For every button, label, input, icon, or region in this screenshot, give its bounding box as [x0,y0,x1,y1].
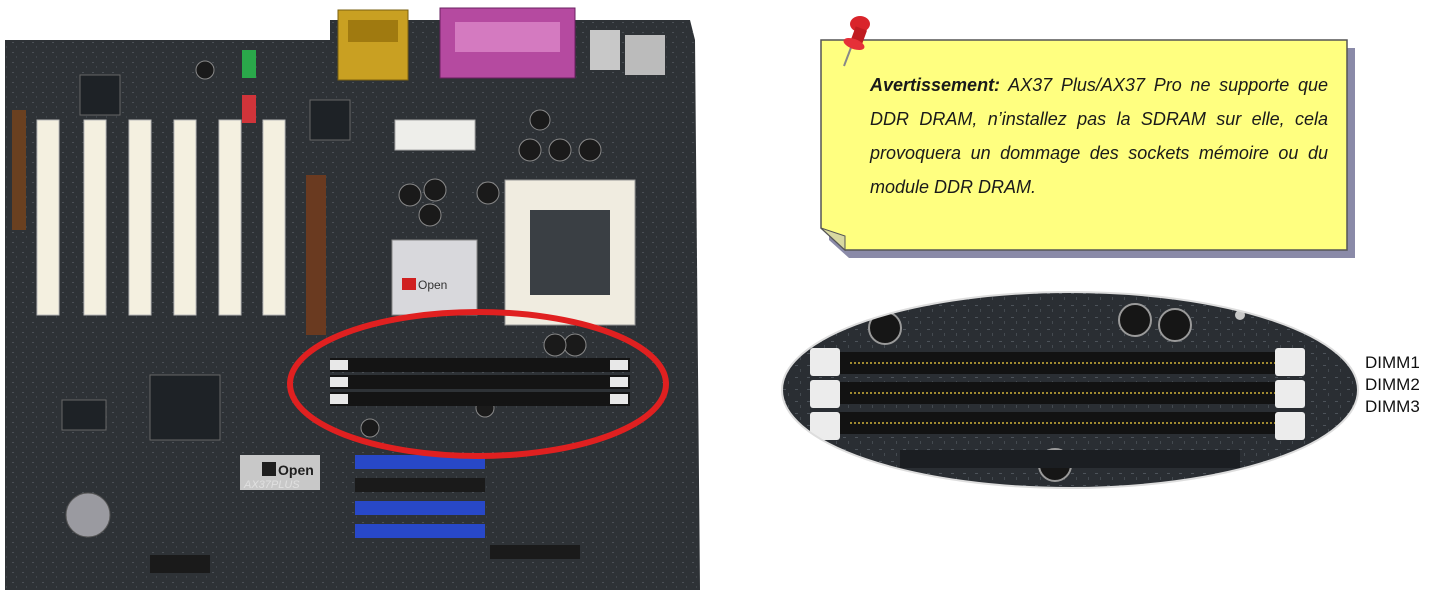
warning-body: AX37 Plus/AX37 Pro ne supporte que DDR D… [870,75,1329,197]
pushpin-icon [838,10,878,70]
dimm3-label: DIMM3 [1365,397,1420,416]
warning-label: Avertissement: [870,75,1001,95]
chip-brand-text: Open [418,278,447,292]
model-name-text: AX37PLUS [243,479,300,491]
warning-text: Avertissement: AX37 Plus/AX37 Pro ne sup… [870,68,1328,204]
model-brand-text: Open [278,462,314,478]
warning-note [815,22,1360,262]
motherboard-image: Open Open AX37PLUS [0,0,700,593]
dimm1-label: DIMM1 [1365,353,1420,372]
dimm-closeup-image [780,290,1360,490]
dimm2-label: DIMM2 [1365,375,1420,394]
